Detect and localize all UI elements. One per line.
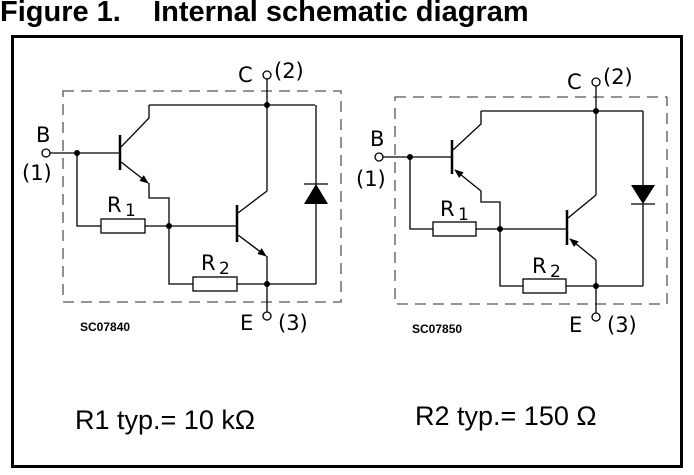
package-outline-left bbox=[62, 90, 342, 303]
r2-label-left: R bbox=[201, 251, 216, 275]
q2-collector-left bbox=[237, 190, 268, 214]
collector-pin-left: (2) bbox=[274, 59, 304, 83]
r1-resistor-left bbox=[100, 218, 146, 234]
q1-collector-right bbox=[452, 111, 482, 151]
q1-emitter-arrow-left bbox=[120, 161, 149, 184]
schematic-right bbox=[374, 77, 668, 322]
base-terminal-right[interactable] bbox=[374, 152, 384, 162]
r1-sub-right: 1 bbox=[458, 205, 469, 225]
emitter-letter-left: E bbox=[240, 311, 253, 335]
r1-resistor-right bbox=[432, 221, 477, 237]
r1-label-left: R bbox=[107, 193, 122, 217]
figure-caption: Internal schematic diagram bbox=[153, 0, 529, 28]
base-terminal-left[interactable] bbox=[41, 148, 51, 158]
emitter-terminal-left[interactable] bbox=[262, 311, 272, 321]
r2-wire-left bbox=[168, 226, 193, 285]
package-outline-right bbox=[394, 96, 668, 305]
q2-emitter-arrow-right bbox=[569, 238, 597, 261]
q2-emitter-arrow-left bbox=[237, 234, 267, 257]
emitter-letter-right: E bbox=[569, 313, 582, 337]
r2-sub-left: 2 bbox=[219, 259, 230, 279]
r2-label-right: R bbox=[532, 254, 547, 278]
r2-sub-right: 2 bbox=[550, 262, 561, 282]
r1-sub-left: 1 bbox=[125, 201, 136, 221]
q2-collector-right bbox=[567, 194, 597, 219]
r2-resistor-left bbox=[192, 276, 238, 292]
diode-icon-right bbox=[631, 185, 655, 204]
emitter-terminal-right[interactable] bbox=[591, 312, 601, 322]
emitter-pin-right: (3) bbox=[607, 313, 637, 337]
base-pin-left: (1) bbox=[22, 161, 52, 185]
base-letter-left: B bbox=[36, 123, 50, 147]
emitter-pin-left: (3) bbox=[278, 311, 308, 335]
figure-frame bbox=[11, 35, 683, 468]
q1-emitter-wire-right bbox=[480, 191, 501, 229]
diode-icon-left bbox=[304, 184, 328, 204]
base-pin-right: (1) bbox=[356, 167, 386, 191]
r2-typical-value: R2 typ.= 150 Ω bbox=[415, 401, 597, 431]
q1-collector-left bbox=[120, 105, 150, 148]
collector-terminal-right[interactable] bbox=[591, 77, 601, 87]
q1-emitter-arrow-right bbox=[454, 169, 482, 192]
schematic-left bbox=[41, 70, 342, 321]
q1-emitter-wire-left bbox=[148, 183, 170, 226]
r2-wire-right bbox=[499, 229, 523, 287]
part-code-right: SC07850 bbox=[412, 322, 462, 336]
collector-letter-left: C bbox=[238, 63, 253, 87]
part-code-left: SC07840 bbox=[80, 320, 130, 334]
collector-terminal-left[interactable] bbox=[262, 70, 272, 80]
r1-label-right: R bbox=[440, 197, 455, 221]
figure-number: Figure 1. bbox=[0, 0, 121, 28]
r1-wire-right bbox=[409, 157, 433, 230]
figure-title: Figure 1. Internal schematic diagram bbox=[0, 0, 529, 29]
r1-wire-left bbox=[76, 153, 101, 227]
r1-typical-value: R1 typ.= 10 kΩ bbox=[75, 405, 256, 435]
base-letter-right: B bbox=[370, 127, 384, 151]
collector-letter-right: C bbox=[567, 70, 582, 94]
collector-pin-right: (2) bbox=[603, 65, 633, 89]
